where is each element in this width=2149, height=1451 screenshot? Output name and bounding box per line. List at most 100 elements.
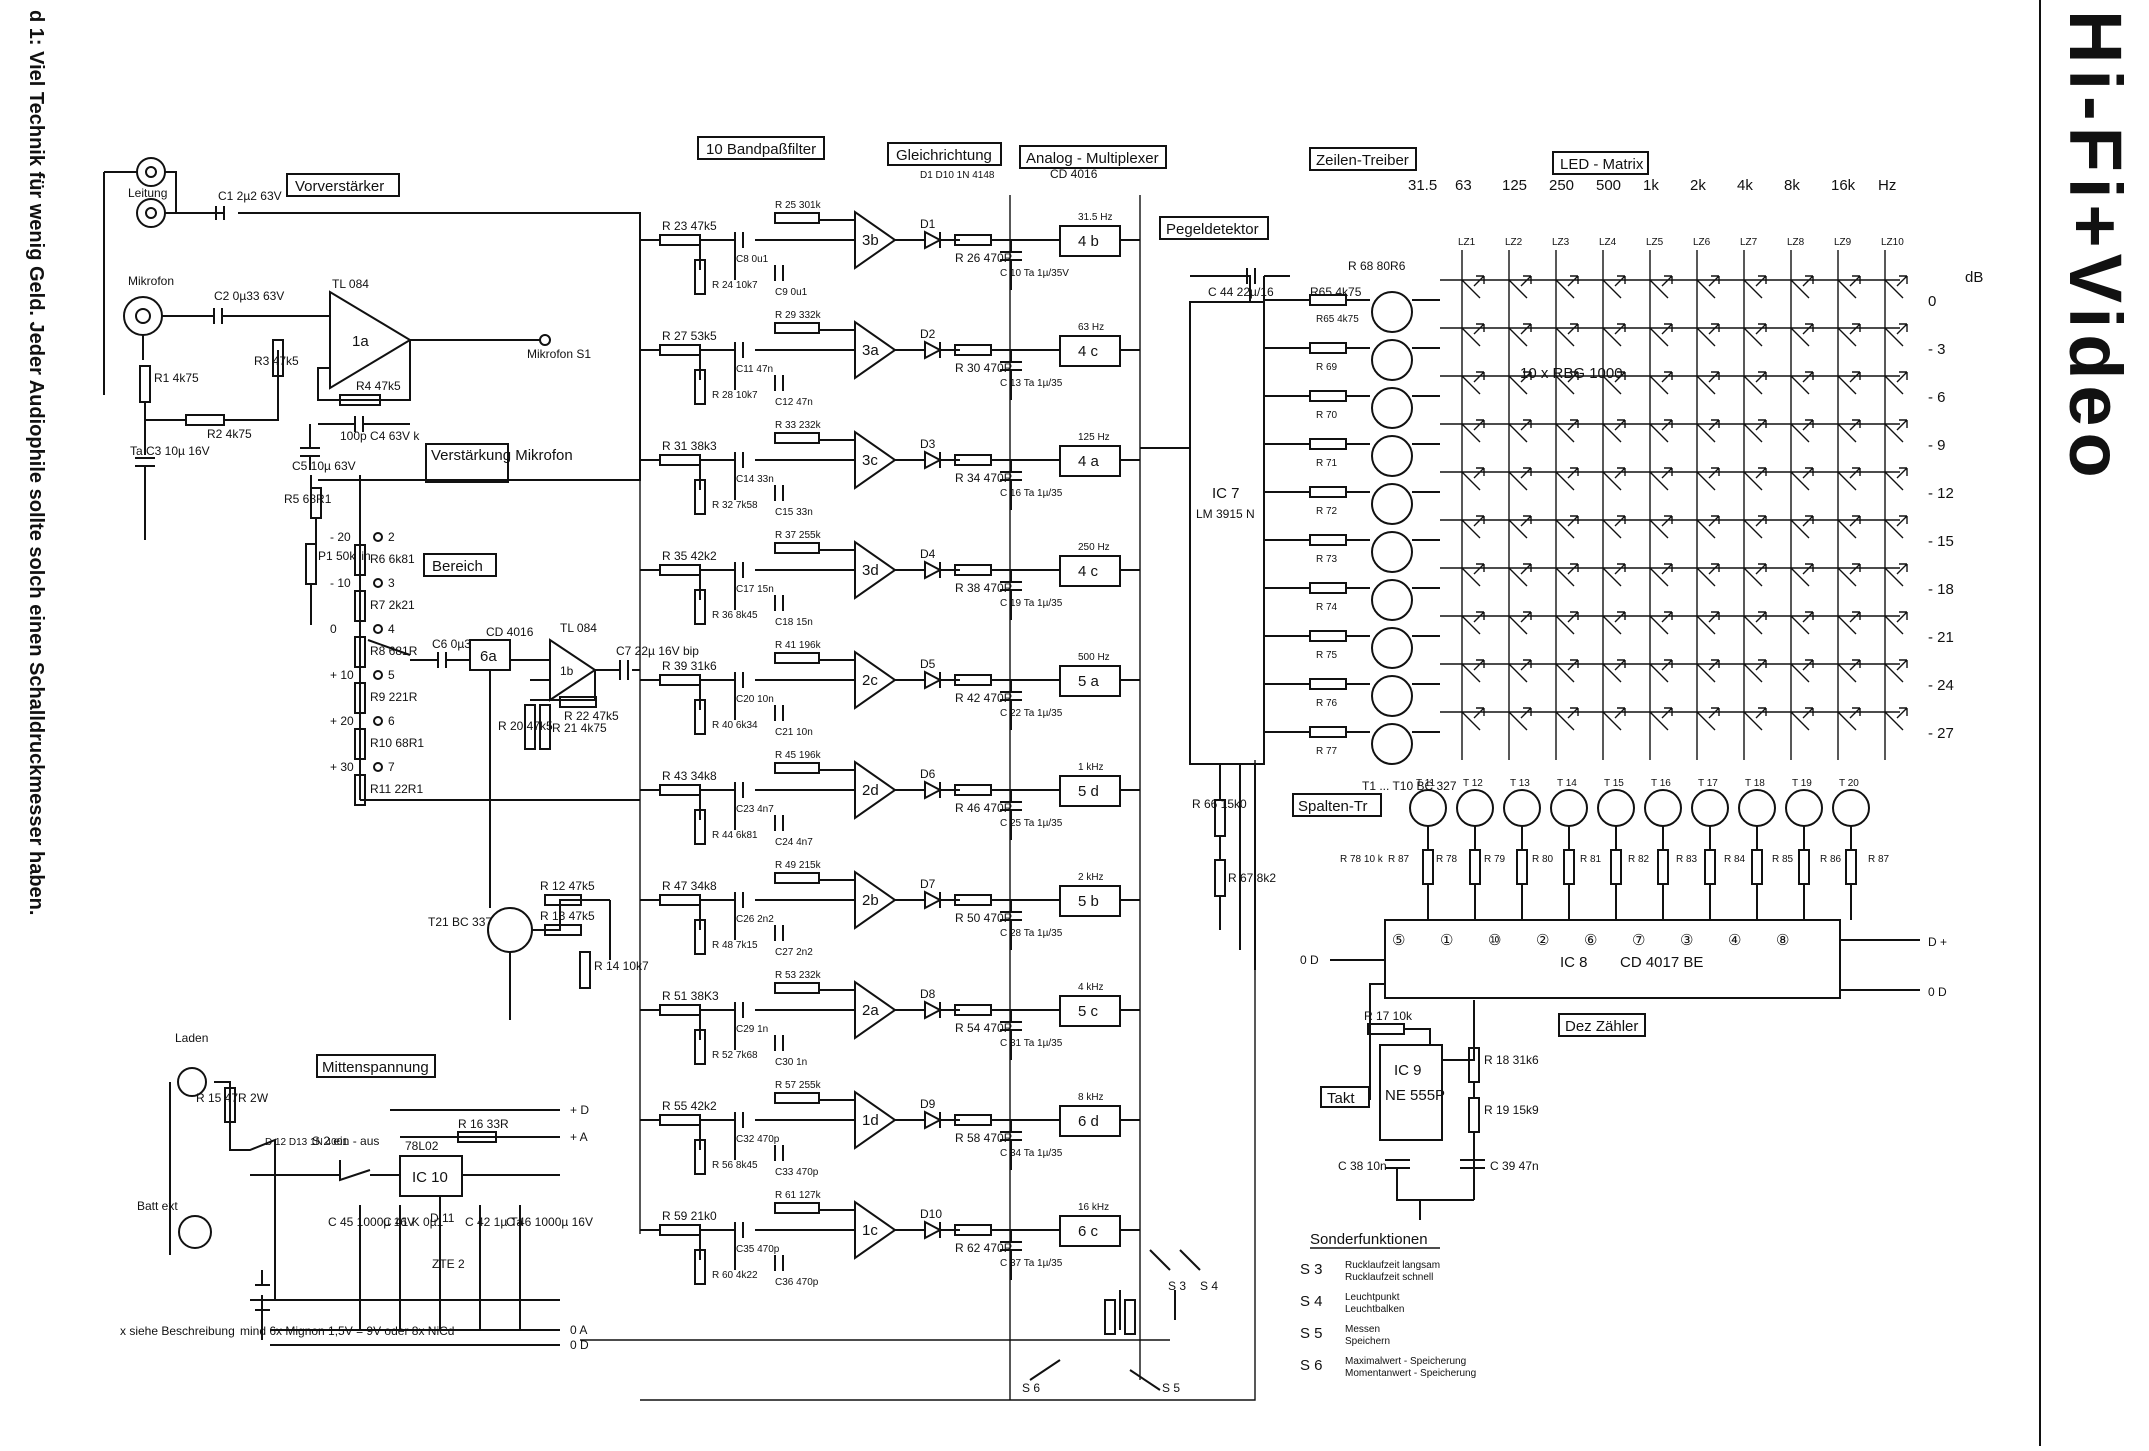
spalten-resistor-label: R 87	[1868, 854, 1890, 865]
zeilen-resistor-label: R 75	[1316, 650, 1338, 661]
tl084-label: TL 084	[332, 277, 369, 291]
mux-freq-label: 125 Hz	[1078, 432, 1110, 443]
c7-label: C7 22µ 16V bip	[616, 644, 699, 658]
mux-freq-label: 2 kHz	[1078, 872, 1104, 883]
sonder-a: Messen	[1345, 1324, 1380, 1335]
mux-switch-label: 5 b	[1078, 893, 1099, 910]
section-headers: Vorverstärker 10 Bandpaßfilter Gleichric…	[286, 136, 1649, 1108]
p1-label: P1 50k lin	[318, 549, 371, 563]
filter-r3-label: R 57 255k	[775, 1080, 822, 1091]
ic7-block: IC 7 LM 3915 N C 44 22µ/16 R 66 15k0 R 6…	[1140, 268, 1290, 970]
led-diode	[1743, 707, 1767, 731]
filter-r2-label: R 32 7k58	[712, 500, 758, 511]
led-diode	[1649, 323, 1673, 347]
counter-pin: ③	[1680, 932, 1693, 949]
led-diode	[1555, 659, 1579, 683]
filter-opamp-label: 2c	[862, 672, 878, 689]
filter-shunt-resistor	[694, 809, 706, 845]
filter-c2	[774, 1255, 784, 1271]
db-scale-label: - 9	[1928, 437, 1946, 454]
rectifier-resistor	[954, 344, 992, 356]
rectifier-resistor-label: R 46 470R	[955, 801, 1013, 815]
led-diode	[1743, 371, 1767, 395]
frequency-label: Hz	[1878, 177, 1896, 194]
transistor-circle	[1371, 627, 1413, 669]
filter-c2	[774, 485, 784, 501]
rectifier-capacitor-label: C 28 Ta 1µ/35	[1000, 928, 1063, 939]
diode-label: D3	[920, 437, 936, 451]
s3-s4-switches[interactable]	[1119, 1249, 1201, 1330]
switch-wiring	[580, 760, 1256, 1401]
mux-switch	[1059, 335, 1121, 367]
p1-potentiometer[interactable]	[305, 543, 317, 585]
zeilen-resistor	[1309, 678, 1347, 690]
led-diode	[1461, 419, 1485, 443]
diode-label: D9	[920, 1097, 936, 1111]
led-diode	[1696, 467, 1720, 491]
led-diode	[1461, 563, 1485, 587]
rectifier-resistor-label: R 34 470R	[955, 471, 1013, 485]
r18-label: R 18 31k6	[1484, 1053, 1539, 1067]
led-diode	[1508, 707, 1532, 731]
c46-label: C 46 1000µ 16V	[506, 1215, 593, 1229]
filter-input-resistor	[659, 674, 701, 686]
spalten-resistor	[1845, 849, 1857, 885]
sonder-key: S 4	[1300, 1293, 1323, 1310]
led-diode	[1790, 563, 1814, 587]
filter-opamp-label: 1d	[862, 1112, 879, 1129]
s1-switch[interactable]	[367, 639, 470, 661]
led-diode	[1743, 323, 1767, 347]
db-scale-label: - 27	[1928, 725, 1954, 742]
ic9-block: IC 9 NE 555P R 17 10k R 18 31k6 R 19 15k…	[1338, 1000, 1539, 1220]
led-diode	[1837, 323, 1861, 347]
rectifier-resistor	[954, 784, 992, 796]
led-diode	[1649, 515, 1673, 539]
led-diode	[1743, 419, 1767, 443]
leitung-jack-top	[136, 157, 166, 187]
filter-r1-label: R 31 38k3	[662, 439, 717, 453]
rectifier-diode	[924, 890, 943, 910]
c1-label: C1 2µ2 63V	[218, 189, 282, 203]
mux-switch-label: 4 c	[1078, 563, 1099, 580]
ladder-resistor	[354, 774, 366, 806]
zeilen-transistor: R65 4k75	[1264, 291, 1440, 333]
r2-label: R2 4k75	[207, 427, 252, 441]
magazine-logo: Hi-Fi+Video	[2054, 10, 2137, 484]
spalten-transistor	[1409, 789, 1447, 827]
mikrofon-s1-terminal[interactable]	[539, 334, 551, 346]
spalten-resistor	[1657, 849, 1669, 885]
led-diode	[1508, 611, 1532, 635]
rectifier-capacitor-label: C 19 Ta 1µ/35	[1000, 598, 1063, 609]
filter-input-resistor	[659, 234, 701, 246]
ic7-lm3915	[1189, 301, 1265, 765]
filter-opamp	[854, 870, 897, 930]
counter-pin: ④	[1728, 932, 1741, 949]
ladder-db-label: 0	[330, 622, 337, 636]
filter-opamp	[854, 1090, 897, 1150]
filter-r2-label: R 36 8k45	[712, 610, 758, 621]
frequency-label: 125	[1502, 177, 1527, 194]
filter-c2-label: C12 47n	[775, 397, 813, 408]
c6-capacitor	[437, 652, 447, 668]
s5-s6-switches[interactable]	[1029, 1359, 1161, 1391]
ladder-resistor	[354, 728, 366, 760]
rectifier-resistor-label: R 62 470R	[955, 1241, 1013, 1255]
bandpass-label: 10 Bandpaßfilter	[706, 141, 816, 158]
mux-switch-label: 5 c	[1078, 1003, 1099, 1020]
pegeldetektor-label: Pegeldetektor	[1166, 221, 1259, 238]
mux-freq-label: 31.5 Hz	[1078, 212, 1112, 223]
filter-r2-label: R 60 4k22	[712, 1270, 758, 1281]
column-lz-label: LZ10	[1881, 237, 1904, 248]
rail-0d-left: 0 D	[1300, 953, 1319, 967]
filter-c1	[734, 342, 744, 358]
diode-label: D8	[920, 987, 936, 1001]
ladder-db-label: + 20	[330, 714, 354, 728]
spaltentreiber-box	[1292, 793, 1382, 817]
transistor-circle	[1371, 435, 1413, 477]
filter-input-resistor	[659, 1114, 701, 1126]
